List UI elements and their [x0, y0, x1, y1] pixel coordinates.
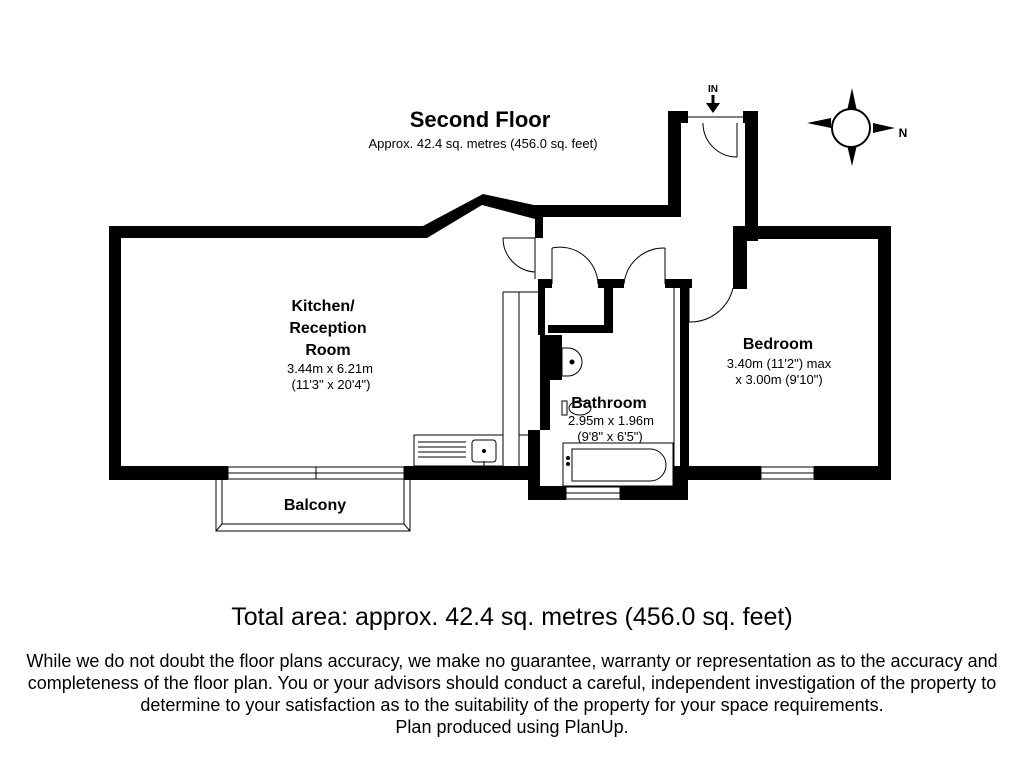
kitchen-reception-room: Kitchen/ Reception Room 3.44m x 6.21m (1… [287, 298, 373, 392]
entrance-label: IN [708, 84, 718, 95]
compass-icon: N [807, 88, 907, 166]
compass-north-label: N [899, 126, 908, 140]
balcony: Balcony [215, 477, 411, 532]
bathroom: Bathroom 2.95m x 1.96m (9'8" x 6'5") [568, 395, 654, 444]
floor-subtitle: Approx. 42.4 sq. metres (456.0 sq. feet) [368, 136, 597, 151]
kitchen-dim-metric: 3.44m x 6.21m [287, 361, 373, 376]
disclaimer-block: While we do not doubt the floor plans ac… [12, 650, 1012, 738]
floor-title: Second Floor [410, 107, 551, 132]
doors [502, 116, 743, 323]
bedroom-dim-imperial: x 3.00m (9'10") [735, 372, 822, 387]
bedroom: Bedroom 3.40m (11'2") max x 3.00m (9'10"… [727, 336, 832, 387]
total-area: Total area: approx. 42.4 sq. metres (456… [231, 603, 793, 631]
bathroom-fittings [561, 347, 674, 487]
bedroom-dim-metric: 3.40m (11'2") max [727, 356, 832, 371]
kitchen-label-line-1: Kitchen/ [291, 298, 355, 315]
entrance-arrow: IN [706, 84, 720, 113]
bathroom-dim-metric: 2.95m x 1.96m [568, 413, 654, 428]
plan-credit: Plan produced using PlanUp. [395, 717, 629, 737]
windows [227, 466, 815, 500]
kitchen-sink [413, 434, 504, 467]
bedroom-label: Bedroom [743, 336, 813, 353]
balcony-label: Balcony [284, 497, 346, 514]
disclaimer-text: While we do not doubt the floor plans ac… [26, 651, 998, 715]
kitchen-label-line-3: Room [305, 342, 350, 359]
walls [109, 111, 891, 500]
bathroom-dim-imperial: (9'8" x 6'5") [577, 429, 643, 444]
kitchen-label-line-2: Reception [289, 320, 366, 337]
bathroom-label: Bathroom [571, 395, 647, 412]
kitchen-dim-imperial: (11'3" x 20'4") [292, 377, 371, 392]
